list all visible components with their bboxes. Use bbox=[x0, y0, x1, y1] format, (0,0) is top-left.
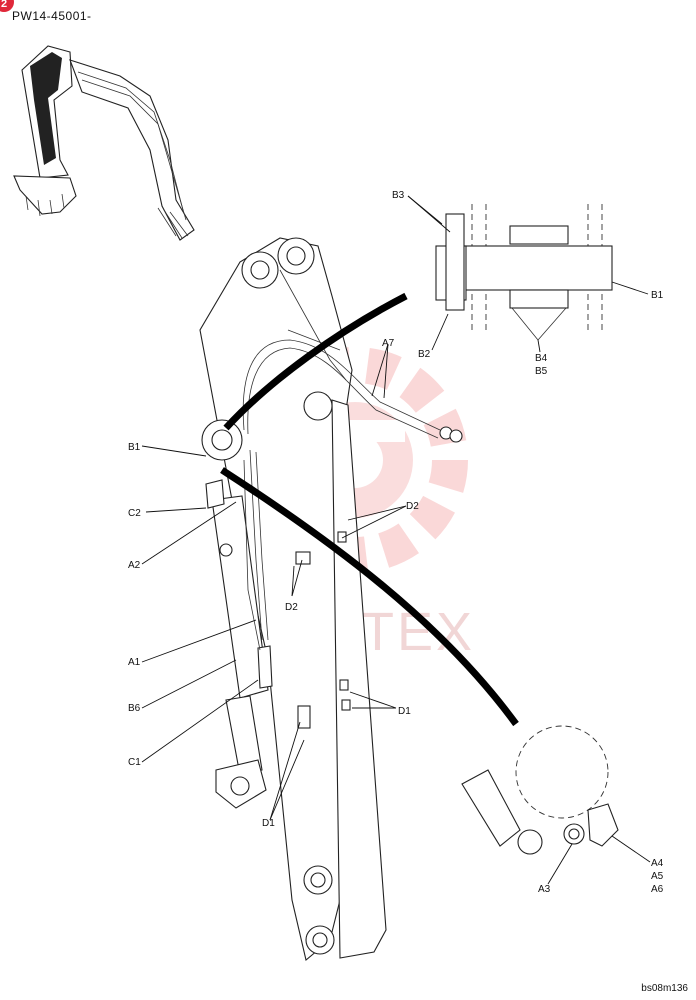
hose-clamps bbox=[295, 531, 351, 729]
cylinder-assembly bbox=[201, 419, 273, 809]
callout-b1-detail: B1 bbox=[651, 290, 664, 301]
callout-a4: A4 bbox=[651, 858, 664, 869]
hose-lines bbox=[242, 339, 463, 651]
callout-a7: A7 bbox=[382, 338, 395, 349]
fitting-detail bbox=[461, 725, 619, 855]
model-code: PW14-45001- bbox=[12, 9, 92, 23]
page-badge: 2 bbox=[0, 0, 14, 12]
callout-d1-left: D1 bbox=[262, 818, 275, 829]
callout-a2: A2 bbox=[128, 560, 141, 571]
callout-b4: B4 bbox=[535, 353, 548, 364]
reference-code: bs08m136 bbox=[641, 983, 688, 994]
callout-b6: B6 bbox=[128, 703, 141, 714]
machine-overview-thumbnail bbox=[13, 45, 195, 241]
callout-b2: B2 bbox=[418, 349, 431, 360]
callout-c2: C2 bbox=[128, 508, 141, 519]
callout-c1: C1 bbox=[128, 757, 141, 768]
callout-a3: A3 bbox=[538, 884, 551, 895]
callout-a5: A5 bbox=[651, 871, 664, 882]
callout-b1: B1 bbox=[128, 442, 141, 453]
pin-detail bbox=[435, 204, 613, 341]
callout-d2-right: D2 bbox=[406, 501, 419, 512]
callout-d1-right: D1 bbox=[398, 706, 411, 717]
callout-a6: A6 bbox=[651, 884, 664, 895]
callout-labels: B3 B1 B2 B4 B5 A7 B1 C2 A2 D2 D2 A1 B6 C… bbox=[128, 190, 664, 895]
callout-a1: A1 bbox=[128, 657, 141, 668]
callout-b3: B3 bbox=[392, 190, 405, 201]
callout-b5: B5 bbox=[535, 366, 548, 377]
leader-lines bbox=[141, 195, 651, 885]
callout-d2-left: D2 bbox=[285, 602, 298, 613]
